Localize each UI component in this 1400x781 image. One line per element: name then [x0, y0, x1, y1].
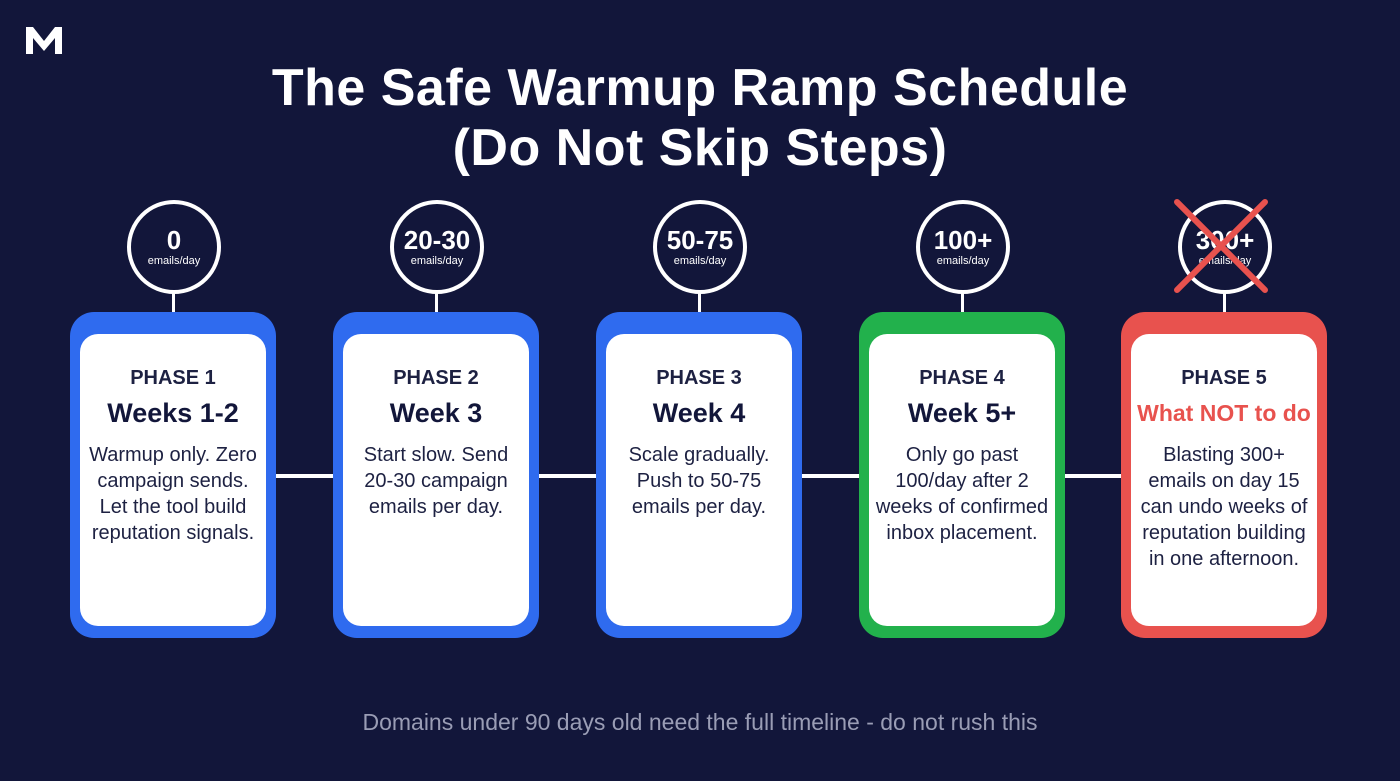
rate-badge: 0 emails/day — [127, 200, 221, 294]
phase-description: Blasting 300+ emails on day 15 can undo … — [1140, 444, 1308, 570]
phase-card-body: PHASE 3 Week 4 Scale gradually. Push to … — [606, 334, 792, 626]
phase-3: 50-75 emails/day PHASE 3 Week 4 Scale gr… — [596, 200, 802, 640]
timeline-connector — [801, 474, 859, 478]
rate-badge: 20-30 emails/day — [390, 200, 484, 294]
phase-1: 0 emails/day PHASE 1 Weeks 1-2 Warmup on… — [70, 200, 276, 640]
phase-week: Week 5+ — [907, 398, 1017, 428]
rate-unit: emails/day — [936, 255, 990, 267]
rate-badge: 100+ emails/day — [916, 200, 1010, 294]
phase-2: 20-30 emails/day PHASE 2 Week 3 Start sl… — [333, 200, 539, 640]
badge-stem — [435, 292, 438, 312]
rate-unit: emails/day — [147, 255, 201, 267]
badge-stem — [1223, 292, 1226, 312]
rate-badge: 50-75 emails/day — [653, 200, 747, 294]
phase-week: Week 3 — [389, 398, 483, 428]
footer-note: Domains under 90 days old need the full … — [362, 709, 1038, 735]
badge-stem — [961, 292, 964, 312]
page-subtitle: (Do Not Skip Steps) — [452, 119, 948, 177]
phase-label: PHASE 3 — [656, 367, 742, 389]
phase-card-body: PHASE 4 Week 5+ Only go past 100/day aft… — [869, 334, 1055, 626]
rate-unit: emails/day — [410, 255, 464, 267]
phase-card: PHASE 5 What NOT to do Blasting 300+ ema… — [1121, 312, 1327, 638]
phase-card-body: PHASE 5 What NOT to do Blasting 300+ ema… — [1131, 334, 1317, 626]
rate-value: 50-75 — [666, 225, 734, 255]
phase-week: Week 4 — [652, 398, 746, 428]
phase-label: PHASE 2 — [393, 367, 479, 389]
phase-label: PHASE 4 — [919, 367, 1005, 389]
rate-value: 20-30 — [403, 225, 471, 255]
rate-value: 100+ — [933, 225, 993, 255]
brand-logo-icon — [26, 27, 62, 54]
timeline-connector — [276, 474, 333, 478]
cross-out-icon — [1174, 199, 1268, 293]
phase-week: What NOT to do — [1137, 400, 1311, 426]
phase-card: PHASE 3 Week 4 Scale gradually. Push to … — [596, 312, 802, 638]
phase-week: Weeks 1-2 — [107, 398, 239, 428]
page-title: The Safe Warmup Ramp Schedule — [271, 59, 1129, 117]
rate-value: 0 — [166, 225, 182, 255]
phase-4: 100+ emails/day PHASE 4 Week 5+ Only go … — [859, 200, 1065, 640]
phase-label: PHASE 1 — [130, 367, 216, 389]
phase-description: Only go past 100/day after 2 weeks of co… — [875, 444, 1049, 544]
phase-card-body: PHASE 2 Week 3 Start slow. Send 20-30 ca… — [343, 334, 529, 626]
timeline-connector — [538, 474, 596, 478]
phase-card: PHASE 4 Week 5+ Only go past 100/day aft… — [859, 312, 1065, 638]
phase-description: Warmup only. Zero campaign sends. Let th… — [89, 444, 257, 544]
badge-stem — [172, 292, 175, 312]
phase-card: PHASE 1 Weeks 1-2 Warmup only. Zero camp… — [70, 312, 276, 638]
phase-card: PHASE 2 Week 3 Start slow. Send 20-30 ca… — [333, 312, 539, 638]
badge-stem — [698, 292, 701, 312]
phase-description: Scale gradually. Push to 50-75 emails pe… — [628, 444, 770, 518]
phase-5: 300+ emails/day PHASE 5 What NOT to do B… — [1121, 199, 1327, 640]
timeline-connector — [1063, 474, 1121, 478]
phase-card-body: PHASE 1 Weeks 1-2 Warmup only. Zero camp… — [80, 334, 266, 626]
phase-description: Start slow. Send 20-30 campaign emails p… — [363, 444, 509, 518]
rate-unit: emails/day — [673, 255, 727, 267]
phase-label: PHASE 5 — [1181, 367, 1267, 389]
